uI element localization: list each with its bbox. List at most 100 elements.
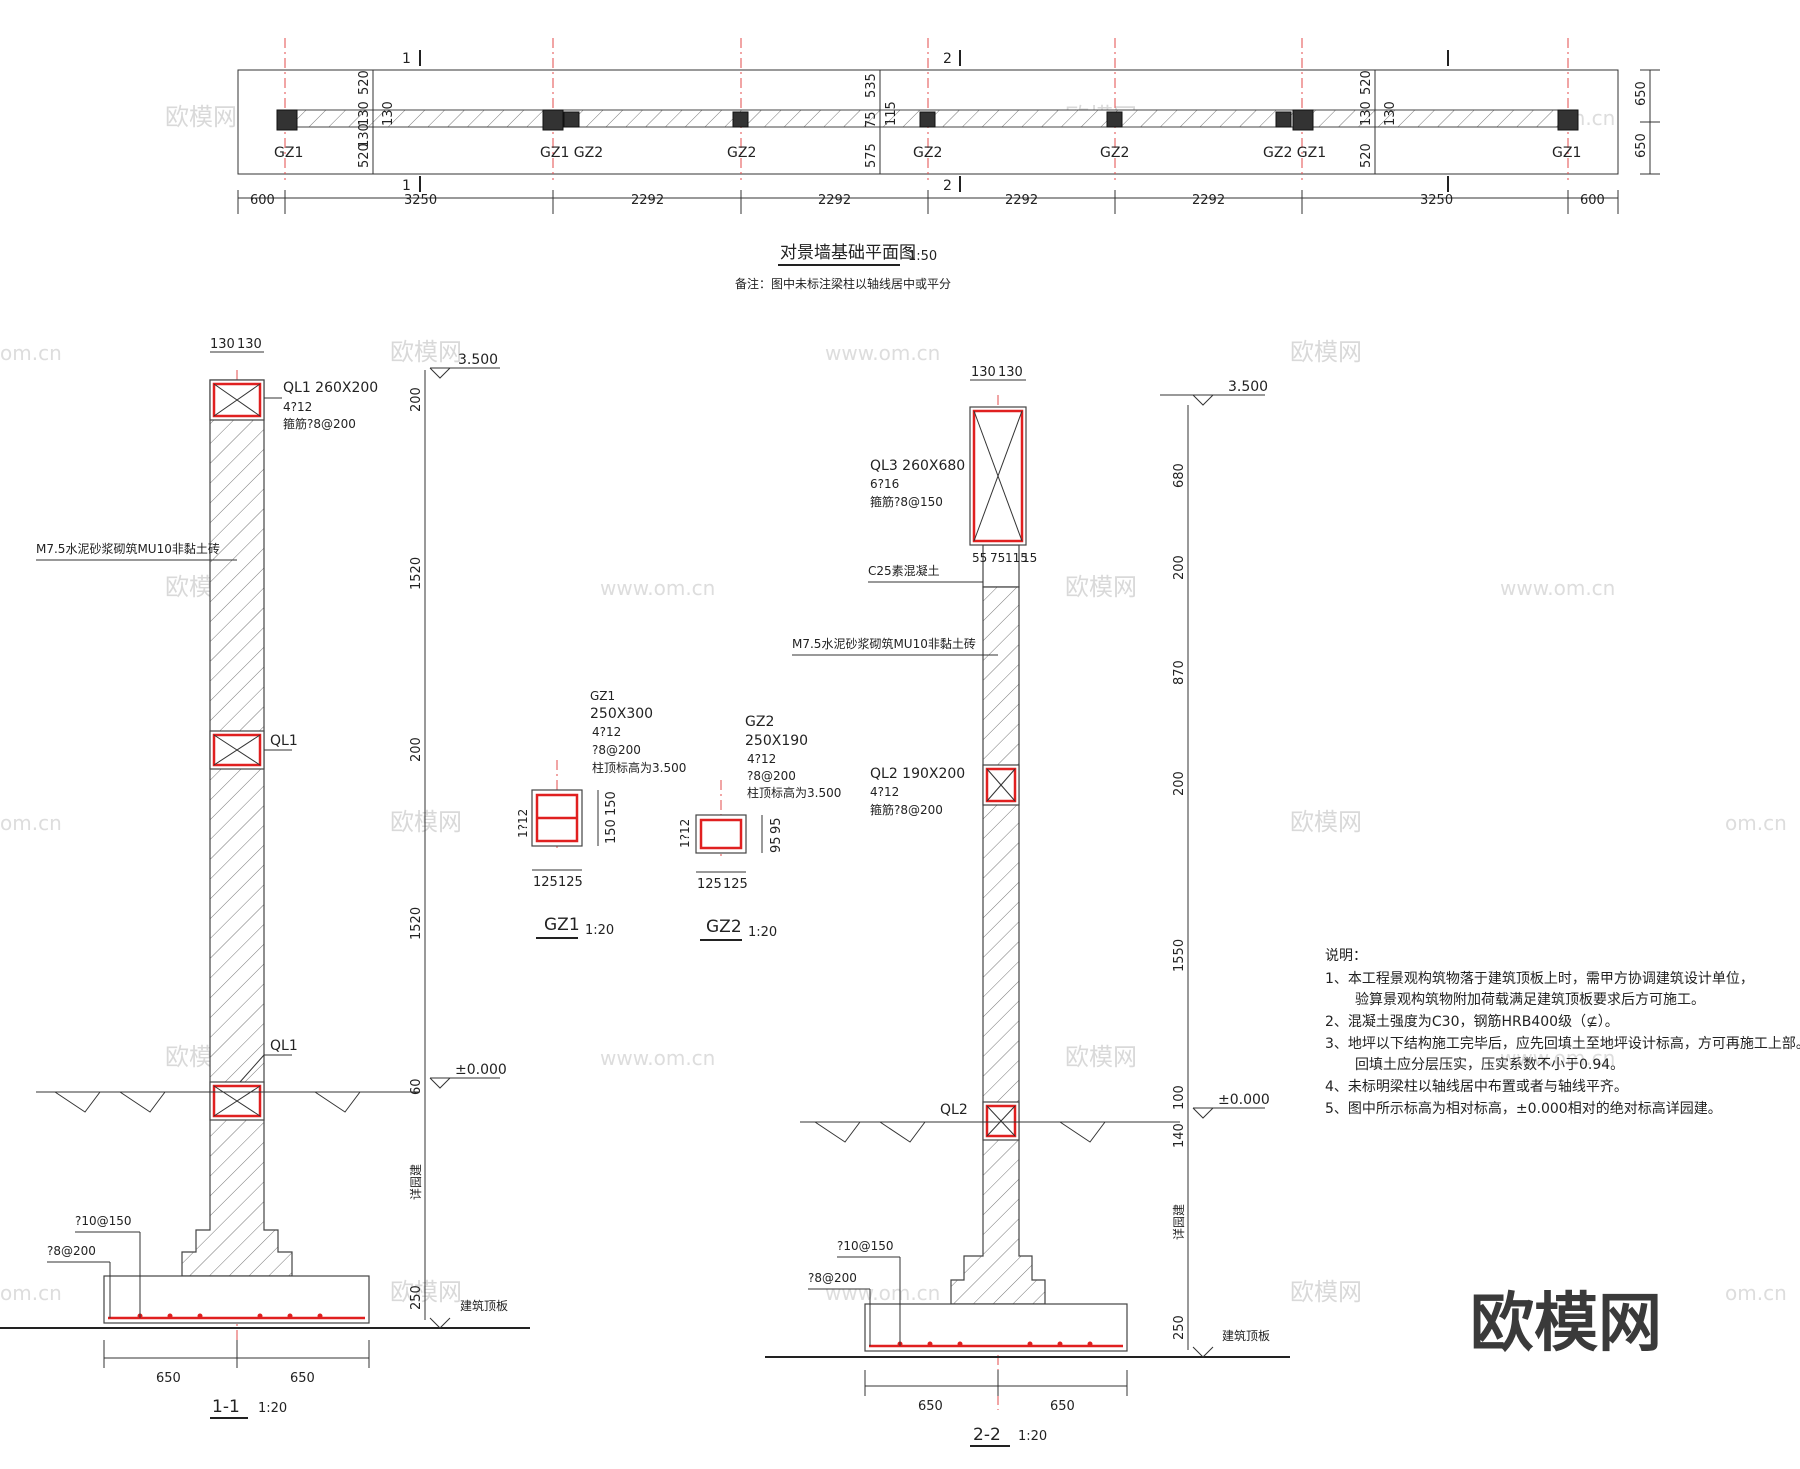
plan-column-label: GZ2: [1100, 145, 1129, 161]
section-title: 1-1: [212, 1397, 240, 1417]
section-dim: 130: [210, 337, 235, 352]
section-dim: 650: [918, 1399, 943, 1414]
gz1-side-label: 1?12: [516, 809, 530, 838]
gz1-spec: 250X300: [590, 706, 653, 722]
c25-concrete: [982, 544, 1020, 588]
section-dim: 100: [1172, 1085, 1187, 1110]
elevation-mark: [429, 1317, 451, 1329]
plan-dim: 520: [1359, 143, 1374, 168]
watermark-text: 欧模网: [390, 1278, 462, 1306]
gz1-spec: ?8@200: [592, 743, 641, 757]
beam-stirrup-label: 箍筋?8@200: [870, 802, 943, 817]
watermark-url: om.cn: [0, 811, 62, 835]
beam-stirrup: [985, 767, 1017, 803]
gz2-spec: 250X190: [745, 733, 808, 749]
wall-section: [950, 586, 1046, 1305]
small-dim: 15: [1022, 551, 1037, 565]
plan-dim: 2292: [631, 193, 664, 208]
section-dim: 650: [1050, 1399, 1075, 1414]
gz1-scale: 1:20: [585, 923, 614, 938]
beam-stirrup: [212, 733, 262, 767]
section-1-1: 130 130 QL1 260X200 4?12 箍筋?8@200 M7.5水泥…: [0, 337, 530, 1419]
rebar-dot: [257, 1313, 263, 1319]
beam-rebar: 6?16: [870, 477, 899, 491]
small-dim: 55: [972, 551, 987, 565]
beam-cross: [973, 410, 1023, 542]
beam-stirrup: [212, 1084, 262, 1118]
gz1-spec: 柱顶标高为3.500: [592, 760, 686, 775]
rebar-label: ?10@150: [837, 1239, 894, 1253]
beam-cross: [213, 734, 261, 766]
section-dim: 1520: [409, 907, 424, 940]
watermark-url: www.om.cn: [1500, 576, 1615, 600]
watermark-text: 欧模网: [1290, 1278, 1362, 1306]
section-title: 2-2: [973, 1425, 1001, 1445]
small-dim: 75: [990, 551, 1005, 565]
plan-dim: 75: [864, 111, 879, 128]
gz1-dim: 150: [604, 819, 619, 844]
rebar-dot: [1057, 1341, 1063, 1347]
plan-remark: 备注：图中未标注梁柱以轴线居中或平分: [735, 276, 951, 291]
plan-dim: 115: [884, 101, 899, 126]
section-dim: 1520: [409, 557, 424, 590]
note-item: 回填土应分层压实，压实系数不小于0.94。: [1355, 1056, 1624, 1073]
section-dim: 250: [409, 1285, 424, 1310]
beam-stirrup: [985, 1104, 1017, 1138]
plan-column-label: GZ2: [727, 145, 756, 161]
section-2-2: 130 130 QL3 260X680 6?16 箍筋?8@150 55 75 …: [765, 365, 1290, 1447]
watermark-text: 欧模网: [390, 338, 462, 366]
leader-line: [239, 1054, 265, 1083]
gz2-scale: 1:20: [748, 925, 777, 940]
slab-label: 建筑顶板: [460, 1298, 508, 1313]
ground-hatch: [119, 1091, 166, 1113]
plan-dim: 130: [1359, 101, 1374, 126]
gz2-dim: 95: [769, 836, 784, 853]
watermark-url: www.om.cn: [600, 1046, 715, 1070]
watermark-text: 欧模网: [1290, 338, 1362, 366]
watermark-url: www.om.cn: [1500, 1046, 1615, 1070]
plan-dim: 520: [357, 70, 372, 95]
slab-label: 建筑顶板: [1222, 1328, 1270, 1343]
elevation-mark: [1192, 394, 1214, 406]
beam-label: QL1 260X200: [283, 380, 378, 396]
watermark-text: 欧模网: [390, 808, 462, 836]
section-mark-label: 2: [943, 178, 952, 194]
watermark-text: 欧模网: [165, 103, 237, 131]
footing: [103, 1275, 370, 1324]
wall-section: [181, 379, 293, 1277]
watermark-text: 欧模网: [1065, 573, 1137, 601]
section-dim: 130: [237, 337, 262, 352]
ground-hatch: [879, 1121, 926, 1143]
plan-dim: 535: [864, 73, 879, 98]
watermark-url: www.om.cn: [825, 1281, 940, 1305]
plan-dim: 3250: [1420, 193, 1453, 208]
rebar-dot: [287, 1313, 293, 1319]
column-gz1: [1292, 109, 1314, 131]
watermark-url: om.cn: [1725, 811, 1787, 835]
general-notes: 说明： 1、本工程景观构筑物落于建筑顶板上时，需甲方协调建筑设计单位， 验算景观…: [1325, 948, 1800, 1117]
rebar-label: ?8@200: [808, 1271, 857, 1285]
section-dim: 200: [409, 387, 424, 412]
gz2-spec: 柱顶标高为3.500: [747, 785, 841, 800]
section-dim: 60: [409, 1078, 424, 1095]
elevation-mark: [1192, 1107, 1214, 1119]
elevation-label: 3.500: [1228, 379, 1268, 395]
column-gz2: [1106, 111, 1123, 128]
plan-dim: 3250: [404, 193, 437, 208]
elevation-label: ±0.000: [455, 1062, 507, 1078]
beam-stirrup-label: 箍筋?8@200: [283, 416, 356, 431]
beam-cross: [213, 1085, 261, 1117]
column-gz2: [919, 111, 936, 128]
beam-stirrup: [972, 409, 1024, 543]
wall-material-label: M7.5水泥砂浆砌筑MU10非黏土砖: [792, 636, 976, 651]
beam-label: QL1: [270, 1038, 298, 1054]
plan-dim: 600: [1580, 193, 1605, 208]
section-scale: 1:20: [258, 1401, 287, 1416]
elevation-mark: [429, 367, 451, 379]
elevation-mark: [1192, 1346, 1214, 1358]
gz2-spec: ?8@200: [747, 769, 796, 783]
plan-column-label: GZ1 GZ2: [540, 145, 603, 161]
plan-column-label: GZ2 GZ1: [1263, 145, 1326, 161]
plan-dim: 130: [1383, 101, 1398, 126]
